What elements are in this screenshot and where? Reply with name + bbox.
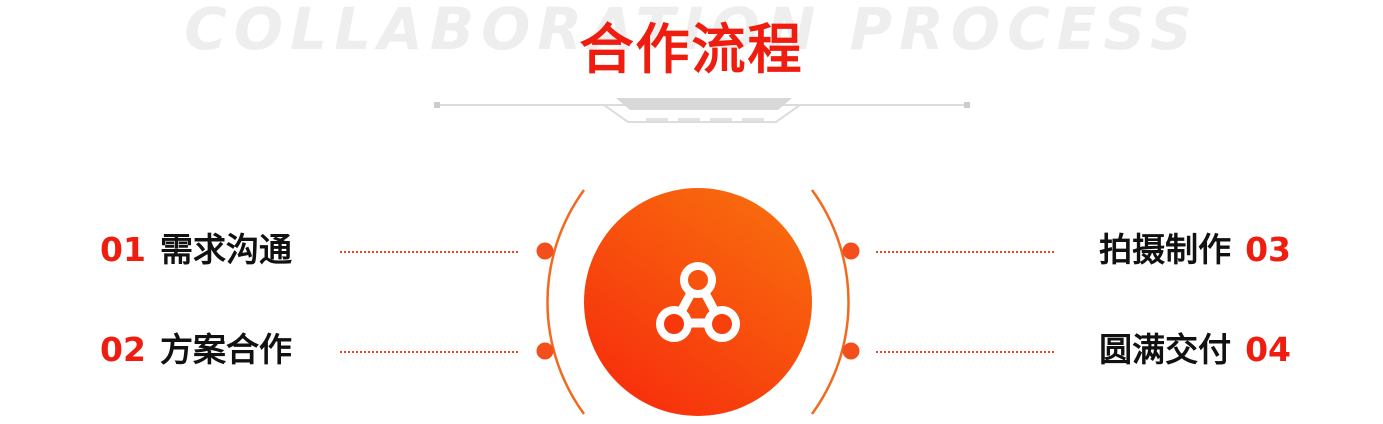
step-label: 需求沟通 (159, 230, 292, 269)
dotted-connector-1 (340, 251, 518, 253)
dotted-connector-2 (340, 351, 518, 353)
connector-node-1 (536, 242, 554, 260)
dotted-connector-4 (876, 351, 1054, 353)
step-04: 圆满交付 04 (1099, 328, 1291, 372)
step-label: 拍摄制作 (1099, 230, 1232, 269)
collaboration-network-icon (656, 262, 740, 342)
title-divider (434, 98, 970, 123)
step-number: 02 (100, 330, 146, 369)
step-01: 01 需求沟通 (100, 228, 292, 272)
step-number: 01 (100, 230, 146, 269)
background-watermark-title: COLLABORATION PROCESS (184, 0, 1199, 63)
step-label: 方案合作 (159, 330, 292, 369)
dotted-connector-3 (876, 251, 1054, 253)
step-number: 04 (1245, 330, 1291, 369)
step-02: 02 方案合作 (100, 328, 292, 372)
center-circle (584, 188, 812, 416)
section-title: 合作流程 (579, 18, 804, 81)
step-03: 拍摄制作 03 (1099, 228, 1291, 272)
connector-node-2 (536, 342, 554, 360)
connector-node-3 (842, 242, 860, 260)
step-label: 圆满交付 (1099, 330, 1232, 369)
connector-node-4 (842, 342, 860, 360)
step-number: 03 (1245, 230, 1291, 269)
